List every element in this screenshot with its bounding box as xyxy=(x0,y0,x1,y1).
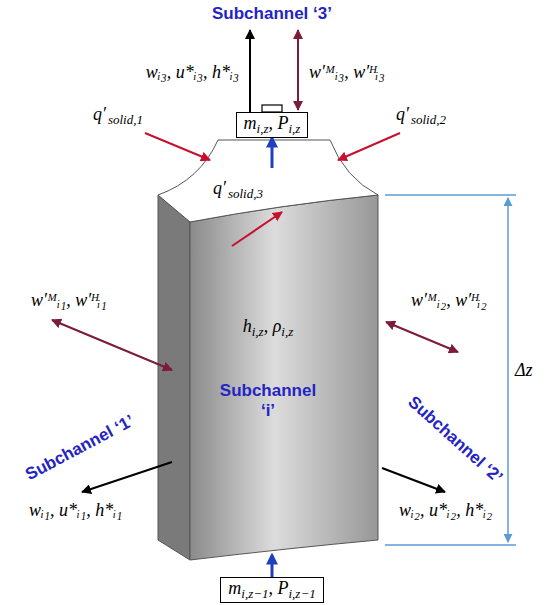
crossflow-arrow xyxy=(82,462,172,492)
mixing-arrow xyxy=(386,322,458,352)
subscript: i,z xyxy=(257,121,269,136)
subscript: i,z xyxy=(281,324,293,339)
text-row: Subchannel ‘i’ xyxy=(213,381,323,421)
crossflow-arrow xyxy=(382,468,445,492)
heat-arrow xyxy=(145,133,210,160)
text-row: mi,z−1, Pi,z−1 xyxy=(228,578,315,600)
front-face xyxy=(190,195,378,560)
mixing-variables: w′ᴹᵢ₁, w′ᴴᵢ₁ xyxy=(30,290,108,311)
subchannel-name: Subchannel ‘1’ xyxy=(21,411,138,486)
text-row: hi,z, ρi,z xyxy=(158,316,378,337)
control-volume: hi,z, ρi,zSubchannel ‘i’ xyxy=(158,168,378,555)
state-variable: , P xyxy=(269,113,289,133)
subscript: i,z xyxy=(252,324,264,339)
box-tab xyxy=(262,105,282,112)
subscript: i,z−1 xyxy=(241,586,268,601)
flow-state-box: mi,z−1, Pi,z−1 xyxy=(220,577,323,603)
heat-symbol: q′ xyxy=(92,104,107,125)
flow-variables: wᵢ₃, u*ᵢ₃, h*ᵢ₃ xyxy=(145,62,240,83)
flow-arrow xyxy=(271,138,274,168)
mixing-variables: w′ᴹᵢ₃, w′ᴴᵢ₃ xyxy=(308,62,386,83)
mixing-arrow xyxy=(52,320,172,370)
heat-subscript: solid,3 xyxy=(227,186,264,202)
subscript: i,z−1 xyxy=(289,586,316,601)
crossflow-arrow xyxy=(249,30,251,112)
dimension-arrow xyxy=(507,198,509,542)
mixing-arrow xyxy=(297,30,299,110)
heat-subscript: solid,1 xyxy=(107,112,144,128)
heat-symbol: q′ xyxy=(395,104,410,125)
flow-variables: wᵢ₁, u*ᵢ₁, h*ᵢ₁ xyxy=(28,500,123,521)
heat-arrow xyxy=(232,212,282,246)
connectors xyxy=(272,138,273,577)
dimension-line xyxy=(385,194,516,196)
heat-subscript: solid,2 xyxy=(410,112,447,128)
side-face xyxy=(158,195,190,560)
state-variable: , P xyxy=(269,578,289,598)
state-variable: m xyxy=(244,113,257,133)
dimension-line xyxy=(385,544,516,546)
flow-state-box: mi,z, Pi,z xyxy=(236,112,309,138)
flow-variables: wᵢ₂, u*ᵢ₂, h*ᵢ₂ xyxy=(398,500,493,521)
subchannel-name: Subchannel ‘2’ xyxy=(403,392,507,488)
heat-symbol: q′ xyxy=(212,178,227,199)
subchannel-name: Subchannel ‘i’ xyxy=(213,381,323,421)
dimension-label: Δz xyxy=(514,360,534,381)
state-variable: h xyxy=(243,316,252,336)
state-variable: m xyxy=(228,578,241,598)
state-variable: , ρ xyxy=(264,316,282,336)
text-row: mi,z, Pi,z xyxy=(244,113,301,135)
mixing-variables: w′ᴹᵢ₂, w′ᴴᵢ₂ xyxy=(410,290,488,311)
heat-arrow xyxy=(338,133,400,160)
flow-arrow xyxy=(271,555,274,577)
subchannel-name: Subchannel ‘3’ xyxy=(211,4,333,24)
subscript: i,z xyxy=(289,121,301,136)
